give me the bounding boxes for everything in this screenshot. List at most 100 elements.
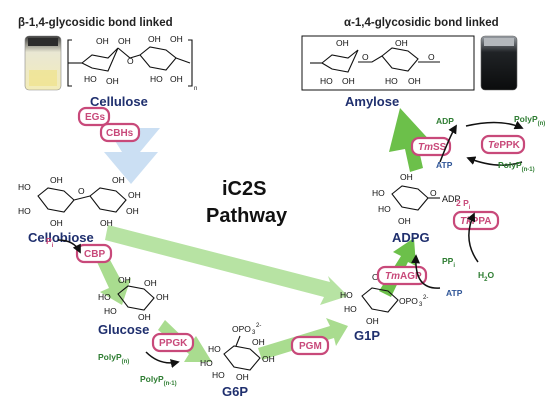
oh-label: OH xyxy=(400,172,413,182)
g6p-label: G6P xyxy=(222,384,248,399)
ho-label: HO xyxy=(385,76,398,86)
amylose-structure: OH OH HO OH HO OH O O xyxy=(301,35,475,91)
teppk-polyp-n-label: PolyP(n) xyxy=(514,114,545,127)
enzyme-pgm: PGM xyxy=(290,335,330,356)
svg-text:EGs: EGs xyxy=(85,112,105,123)
pathway-title-line1: iC2S xyxy=(222,178,266,200)
ho-label: HO xyxy=(320,76,333,86)
oh-label: OH xyxy=(50,175,63,185)
adpg-label: ADPG xyxy=(392,230,430,245)
cbp-to-glucose-arrow xyxy=(97,258,131,305)
enzyme-ppgk: PPGK xyxy=(151,332,195,353)
svg-text:TmSS: TmSS xyxy=(418,142,447,153)
glucose-structure: OH HO HO OH OH OH xyxy=(98,275,169,322)
ho-label: HO xyxy=(104,306,117,316)
ho-label: HO xyxy=(18,206,31,216)
ho-label: HO xyxy=(378,204,391,214)
teppk-polyp-n1-label: PolyP(n-1) xyxy=(498,160,535,173)
oh-label: OH xyxy=(50,218,63,228)
svg-text:PPGK: PPGK xyxy=(159,338,188,349)
oh-label: OH xyxy=(170,34,183,44)
o-label: O xyxy=(78,186,85,196)
pi-cbp-label: Pi xyxy=(46,236,54,249)
svg-text:CBHs: CBHs xyxy=(106,128,134,139)
enzyme-egs: EGs xyxy=(77,106,111,127)
po3-subscript: 3 xyxy=(419,302,423,308)
tmagp-ppi-ato-arrow xyxy=(411,254,441,289)
o-label: O xyxy=(430,188,437,198)
n-subscript: n xyxy=(194,86,197,92)
po3-superscript: 2- xyxy=(423,295,428,301)
ppgk-polyp-arrow xyxy=(145,351,180,368)
oh-label: OH xyxy=(112,175,125,185)
pi-input-arrow xyxy=(57,239,81,254)
header-beta-linkage: β-1,4-glycosidic bond linked xyxy=(18,17,173,29)
o-label: O xyxy=(428,52,435,62)
enzyme-tmagp: TmAGP xyxy=(376,265,428,286)
oh-label: OH xyxy=(128,190,141,200)
ho-label: HO xyxy=(150,74,163,84)
oh-label: OH xyxy=(342,76,355,86)
opo3-subscript: 3 xyxy=(252,330,256,336)
teppk-cycle-arrow-2 xyxy=(466,156,523,166)
oh-label: OH xyxy=(170,74,183,84)
ho-label: HO xyxy=(344,304,357,314)
opo3-label: OPO xyxy=(232,324,251,334)
header-alpha-linkage: α-1,4-glycosidic bond linked xyxy=(344,17,499,29)
oh-label: OH xyxy=(138,312,151,322)
o-label: O xyxy=(362,52,369,62)
two-pi-label: 2 Pi xyxy=(456,198,471,211)
enzyme-tmss: TmSS xyxy=(410,136,452,157)
oh-label: OH xyxy=(118,36,131,46)
amylose-label: Amylose xyxy=(345,94,399,109)
oh-label: OH xyxy=(96,36,109,46)
ho-label: HO xyxy=(200,358,213,368)
enzyme-cbp: CBP xyxy=(75,243,113,264)
svg-text:PGM: PGM xyxy=(299,341,322,352)
ho-label: HO xyxy=(212,370,225,380)
oh-label: OH xyxy=(252,337,265,347)
oh-label: OH xyxy=(156,292,169,302)
o-label: O xyxy=(127,56,134,66)
teppk-adp-label: ADP xyxy=(436,116,454,126)
cellulose-label: Cellulose xyxy=(90,94,148,109)
po3-label: OPO xyxy=(399,296,418,306)
teppk-cycle-arrow xyxy=(465,120,524,130)
teppk-atp-label: ATP xyxy=(436,160,453,170)
oh-label: OH xyxy=(144,278,157,288)
cellulose-structure: OH OH HO OH O OH OH HO OH n xyxy=(67,34,197,92)
h2o-label: H2O xyxy=(478,270,494,283)
oh-label: OH xyxy=(336,38,349,48)
oh-label: OH xyxy=(408,76,421,86)
cellobiose-structure: HO HO OH OH O OH OH OH OH xyxy=(18,175,141,228)
adpg-to-amylose-arrow xyxy=(389,108,434,172)
oh-label: OH xyxy=(398,216,411,226)
oh-label: OH xyxy=(236,372,249,382)
g1p-label: G1P xyxy=(354,328,380,343)
tmss-adp-arrow xyxy=(439,124,457,163)
enzyme-tkppa: TkPPA xyxy=(452,210,500,231)
svg-text:TmAGP: TmAGP xyxy=(385,271,422,282)
oh-label: OH xyxy=(395,38,408,48)
oh-label: OH xyxy=(118,275,131,285)
enzyme-teppk: TePPK xyxy=(480,134,526,155)
glucose-label: Glucose xyxy=(98,322,149,337)
cellulose-vial-photo xyxy=(24,35,62,91)
opo3-superscript: 2- xyxy=(256,323,261,329)
atp-tmagp-label: ATP xyxy=(446,288,463,298)
oh-label: OH xyxy=(366,316,379,326)
amylose-vial-photo xyxy=(480,35,518,91)
adpg-adp-label: ADP xyxy=(442,194,461,204)
ho-label: HO xyxy=(208,344,221,354)
ho-label: HO xyxy=(340,290,353,300)
svg-text:CBP: CBP xyxy=(84,249,105,260)
ppi-label: PPi xyxy=(442,256,455,269)
cellobiose-label: Cellobiose xyxy=(28,230,94,245)
tkppa-arrow xyxy=(466,212,479,263)
adpg-structure: OH HO HO OH O ADP xyxy=(372,172,461,226)
oh-label: OH xyxy=(262,354,275,364)
enzyme-cbhs: CBHs xyxy=(99,122,141,143)
ho-label: HO xyxy=(98,292,111,302)
oh-label: OH xyxy=(106,76,119,86)
